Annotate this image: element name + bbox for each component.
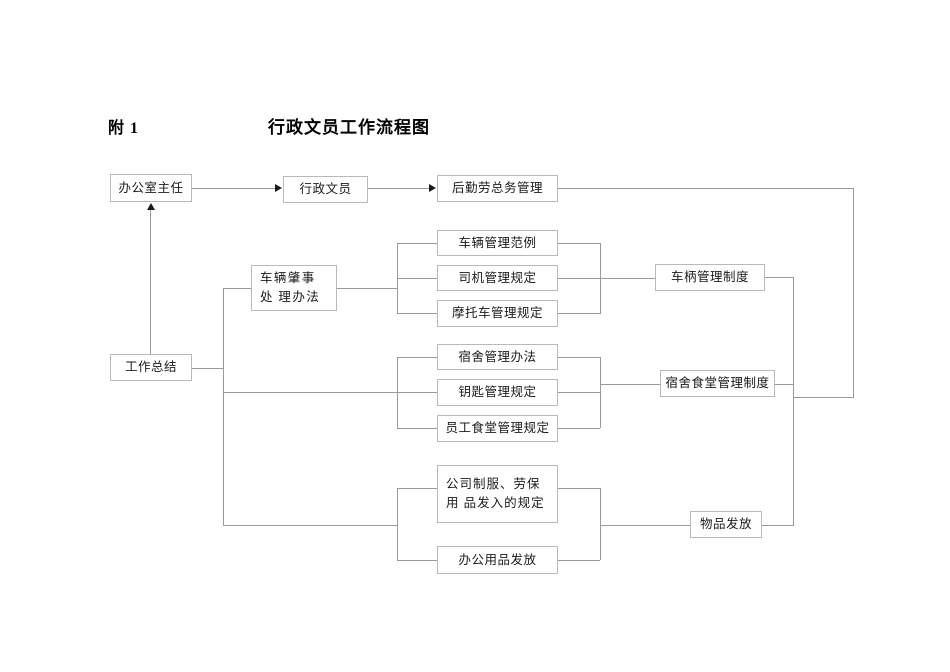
edge-clerk-to-logistics xyxy=(368,188,430,189)
node-vehicle-accident-method[interactable]: 车辆肇事处 理办法 xyxy=(251,265,337,311)
edge-bracket-to-canteen-rule xyxy=(397,428,438,429)
edge-office-supplies-to-bracket xyxy=(558,560,600,561)
edge-motorcycle-rule-to-bracket xyxy=(558,313,600,314)
edge-dorm-bracket-to-system xyxy=(600,384,661,385)
edge-goods-issue-to-inner-rail xyxy=(762,525,794,526)
attachment-label: 附 1 xyxy=(108,120,140,137)
node-vehicle-mgmt-example[interactable]: 车辆管理范例 xyxy=(437,230,558,256)
edge-dorm-method-to-bracket xyxy=(558,357,600,358)
arrowhead-to-director xyxy=(147,203,155,210)
edge-bracket-to-key-rule xyxy=(397,392,438,393)
edge-supplies-bracket-to-goods xyxy=(600,525,691,526)
node-office-supplies-issue[interactable]: 办公用品发放 xyxy=(437,546,558,574)
node-dorm-mgmt-method[interactable]: 宿舍管理办法 xyxy=(437,344,558,370)
edge-right-outer-rail-bottom xyxy=(793,397,854,398)
edge-summary-to-director xyxy=(150,209,151,354)
page-title: 行政文员工作流程图 xyxy=(268,118,430,137)
right-outer-rail xyxy=(853,188,854,398)
edge-spine-to-vehicle-accident xyxy=(223,288,252,289)
edge-uniform-rule-to-bracket xyxy=(558,488,600,489)
edge-bracket-to-uniform-rule xyxy=(397,488,438,489)
edge-dorm-system-to-inner-rail xyxy=(775,384,794,385)
right-inner-rail xyxy=(793,277,794,525)
node-uniform-labor-supplies-rule[interactable]: 公司制服、劳保用 品发入的规定 xyxy=(437,465,558,523)
edge-key-rule-to-bracket xyxy=(558,392,600,393)
edge-bracket-to-dorm-method xyxy=(397,357,438,358)
edge-summary-to-left-spine xyxy=(192,368,224,369)
node-driver-mgmt-rule[interactable]: 司机管理规定 xyxy=(437,265,558,291)
edge-vehicle-example-to-bracket xyxy=(558,243,600,244)
node-office-director[interactable]: 办公室主任 xyxy=(110,174,192,202)
node-logistics-general-affairs[interactable]: 后勤劳总务管理 xyxy=(437,175,558,202)
edge-vehicle-accident-to-bracket xyxy=(337,288,398,289)
arrowhead-to-clerk xyxy=(275,184,282,192)
node-goods-issue[interactable]: 物品发放 xyxy=(690,511,762,538)
node-motorcycle-mgmt-rule[interactable]: 摩托车管理规定 xyxy=(437,300,558,327)
left-spine xyxy=(223,288,224,525)
arrowhead-to-logistics xyxy=(429,184,436,192)
edge-spine-to-supplies-group xyxy=(223,525,398,526)
dorm-group-right-bracket xyxy=(600,357,601,428)
supplies-group-right-bracket xyxy=(600,488,601,560)
node-key-mgmt-rule[interactable]: 钥匙管理规定 xyxy=(437,379,558,406)
node-admin-clerk[interactable]: 行政文员 xyxy=(283,176,368,203)
edge-bracket-to-driver-rule xyxy=(397,278,438,279)
edge-bracket-to-office-supplies xyxy=(397,560,438,561)
node-work-summary[interactable]: 工作总结 xyxy=(110,354,192,381)
edge-bracket-to-motorcycle-rule xyxy=(397,313,438,314)
edge-director-to-clerk xyxy=(192,188,276,189)
edge-spine-to-dorm-group xyxy=(223,392,398,393)
edge-bracket-to-vehicle-example xyxy=(397,243,438,244)
edge-logistics-to-right-rail xyxy=(558,188,853,189)
edge-canteen-rule-to-bracket xyxy=(558,428,600,429)
node-vehicle-mgmt-system[interactable]: 车柄管理制度 xyxy=(655,264,765,291)
edge-vehicle-system-to-inner-rail xyxy=(765,277,794,278)
edge-driver-rule-to-bracket xyxy=(558,278,600,279)
node-dorm-canteen-system[interactable]: 宿舍食堂管理制度 xyxy=(660,370,775,397)
supplies-group-left-bracket xyxy=(397,488,398,560)
edge-vehicle-bracket-to-system xyxy=(600,278,656,279)
node-staff-canteen-rule[interactable]: 员工食堂管理规定 xyxy=(437,415,558,442)
